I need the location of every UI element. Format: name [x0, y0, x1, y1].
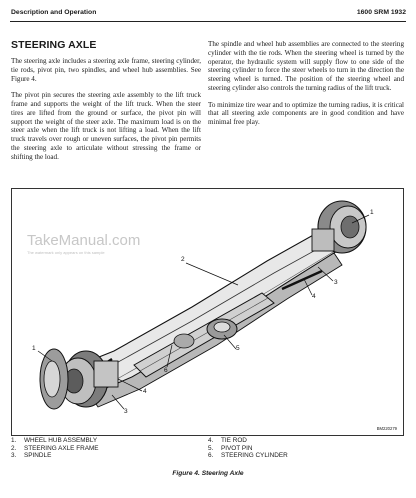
- legend-item: 1. WHEEL HUB ASSEMBLY: [11, 437, 99, 445]
- left-text-column: The steering axle includes a steering ax…: [11, 57, 201, 169]
- callout-label: 3: [334, 279, 338, 286]
- legend-number: 6.: [208, 452, 214, 460]
- legend-label: STEERING CYLINDER: [221, 452, 288, 460]
- steering-axle-illustration: [37, 200, 370, 410]
- paragraph: The spindle and wheel hub assemblies are…: [208, 40, 404, 92]
- legend-label: SPINDLE: [24, 452, 52, 460]
- legend-label: PIVOT PIN: [221, 444, 253, 452]
- paragraph: To minimize tire wear and to optimize th…: [208, 100, 404, 127]
- legend-item: 4. TIE ROD: [208, 437, 288, 445]
- legend-item: 6. STEERING CYLINDER: [208, 452, 288, 460]
- header-document-id: 1600 SRM 1932: [356, 9, 406, 16]
- watermark-title: TakeManual.com: [27, 232, 141, 249]
- watermark-subtitle: The watermark only appears on this sampl…: [27, 250, 105, 255]
- legend-number: 3.: [11, 452, 17, 460]
- callout-label: 4: [143, 388, 147, 395]
- header-divider: [10, 21, 406, 22]
- legend-item: 3. SPINDLE: [11, 452, 99, 460]
- legend-label: TIE ROD: [221, 437, 247, 444]
- right-text-column: The spindle and wheel hub assemblies are…: [208, 40, 404, 135]
- legend-number: 1.: [11, 437, 17, 444]
- right-wheel-hub: [311, 200, 367, 254]
- section-heading: STEERING AXLE: [11, 39, 97, 51]
- callout-label: 2: [181, 256, 185, 263]
- callout-label: 6: [164, 367, 168, 374]
- legend-number: 5.: [208, 444, 214, 452]
- left-wheel-hub: [39, 348, 119, 410]
- legend-label: STEERING AXLE FRAME: [24, 444, 99, 452]
- legend-number: 4.: [208, 437, 214, 444]
- legend-left: 1. WHEEL HUB ASSEMBLY 2. STEERING AXLE F…: [11, 437, 99, 460]
- watermark: TakeManual.com The watermark only appear…: [27, 232, 140, 255]
- legend-right: 4. TIE ROD 5. PIVOT PIN 6. STEERING CYLI…: [208, 437, 288, 460]
- header-section-title: Description and Operation: [11, 9, 97, 16]
- callout-label: 5: [236, 345, 240, 352]
- legend-number: 2.: [11, 444, 17, 452]
- paragraph: The steering axle includes a steering ax…: [11, 57, 201, 83]
- steering-axle-figure: TakeManual.com The watermark only appear…: [11, 188, 404, 436]
- legend-item: 5. PIVOT PIN: [208, 445, 288, 453]
- callout-label: 4: [312, 293, 316, 300]
- legend-label: WHEEL HUB ASSEMBLY: [24, 437, 98, 444]
- callout-label: 1: [370, 209, 374, 216]
- callout-label: 3: [124, 408, 128, 415]
- figure-caption: Figure 4. Steering Axle: [172, 470, 244, 477]
- paragraph: The pivot pin secures the steering axle …: [11, 91, 201, 161]
- legend-item: 2. STEERING AXLE FRAME: [11, 445, 99, 453]
- callout-label: 1: [32, 345, 36, 352]
- figure-code: BM220279: [376, 426, 397, 431]
